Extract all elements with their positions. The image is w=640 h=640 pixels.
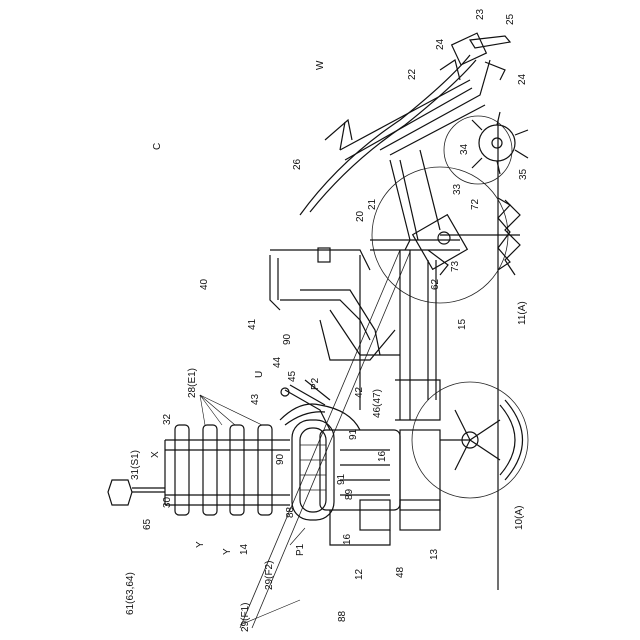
label-45: 45 [287, 370, 298, 382]
engine-block [320, 430, 440, 545]
label-C: C [152, 143, 163, 150]
label-Yb: Y [222, 548, 233, 555]
hitch-knob [108, 480, 165, 505]
label-29F1: 29(F1) [240, 603, 251, 632]
label-U: U [254, 371, 265, 378]
label-30: 30 [162, 496, 173, 508]
label-62: 62 [430, 278, 441, 290]
label-44: 44 [272, 356, 283, 368]
label-34: 34 [459, 143, 470, 155]
label-41: 41 [247, 318, 258, 330]
label-33: 33 [452, 183, 463, 195]
label-12: 12 [354, 568, 365, 580]
label-90a: 90 [282, 333, 293, 345]
label-89: 89 [344, 488, 355, 500]
label-32: 32 [162, 413, 173, 425]
label-4647: 46(47) [372, 389, 383, 418]
label-88a: 88 [285, 506, 296, 518]
label-73: 73 [450, 260, 461, 272]
label-Ya: Y [195, 541, 206, 548]
label-31S1: 31(S1) [130, 450, 141, 480]
attachment-plates [165, 425, 290, 515]
label-16b: 16 [342, 533, 353, 545]
label-40: 40 [199, 278, 210, 290]
label-P1: P1 [295, 543, 306, 556]
pipe-line-2 [285, 412, 325, 425]
label-23: 23 [475, 8, 486, 20]
label-24a: 24 [435, 38, 446, 50]
label-43: 43 [250, 393, 261, 405]
cultivator-rotor [444, 112, 528, 184]
label-29F2: 29(F2) [264, 561, 275, 590]
label-14: 14 [239, 543, 250, 555]
label-91a: 91 [348, 428, 359, 440]
handle-structure [300, 33, 510, 215]
label-35: 35 [518, 168, 529, 180]
label-72: 72 [470, 198, 481, 210]
label-616364: 61(63,64) [125, 572, 136, 615]
label-20: 20 [355, 210, 366, 222]
label-91b: 91 [336, 473, 347, 485]
label-88b: 88 [337, 610, 348, 622]
label-42: 42 [354, 386, 365, 398]
label-90b: 90 [275, 453, 286, 465]
label-15: 15 [457, 318, 468, 330]
label-21: 21 [367, 198, 378, 210]
label-28E1: 28(E1) [187, 368, 198, 398]
label-25: 25 [505, 13, 516, 25]
label-11A: 11(A) [517, 301, 528, 325]
label-16a: 16 [377, 450, 388, 462]
frame-rails [360, 150, 460, 420]
pipe-line [280, 404, 360, 430]
hydraulic-cylinder [292, 420, 334, 520]
label-10A: 10(A) [514, 506, 525, 530]
label-P2: P2 [310, 377, 321, 390]
label-26: 26 [292, 158, 303, 170]
label-24b: 24 [517, 73, 528, 85]
label-22: 22 [407, 68, 418, 80]
label-W: W [315, 60, 326, 70]
label-48: 48 [395, 566, 406, 578]
label-65: 65 [142, 518, 153, 530]
rear-wheel [412, 382, 528, 498]
label-X: X [150, 451, 161, 458]
label-13: 13 [429, 548, 440, 560]
